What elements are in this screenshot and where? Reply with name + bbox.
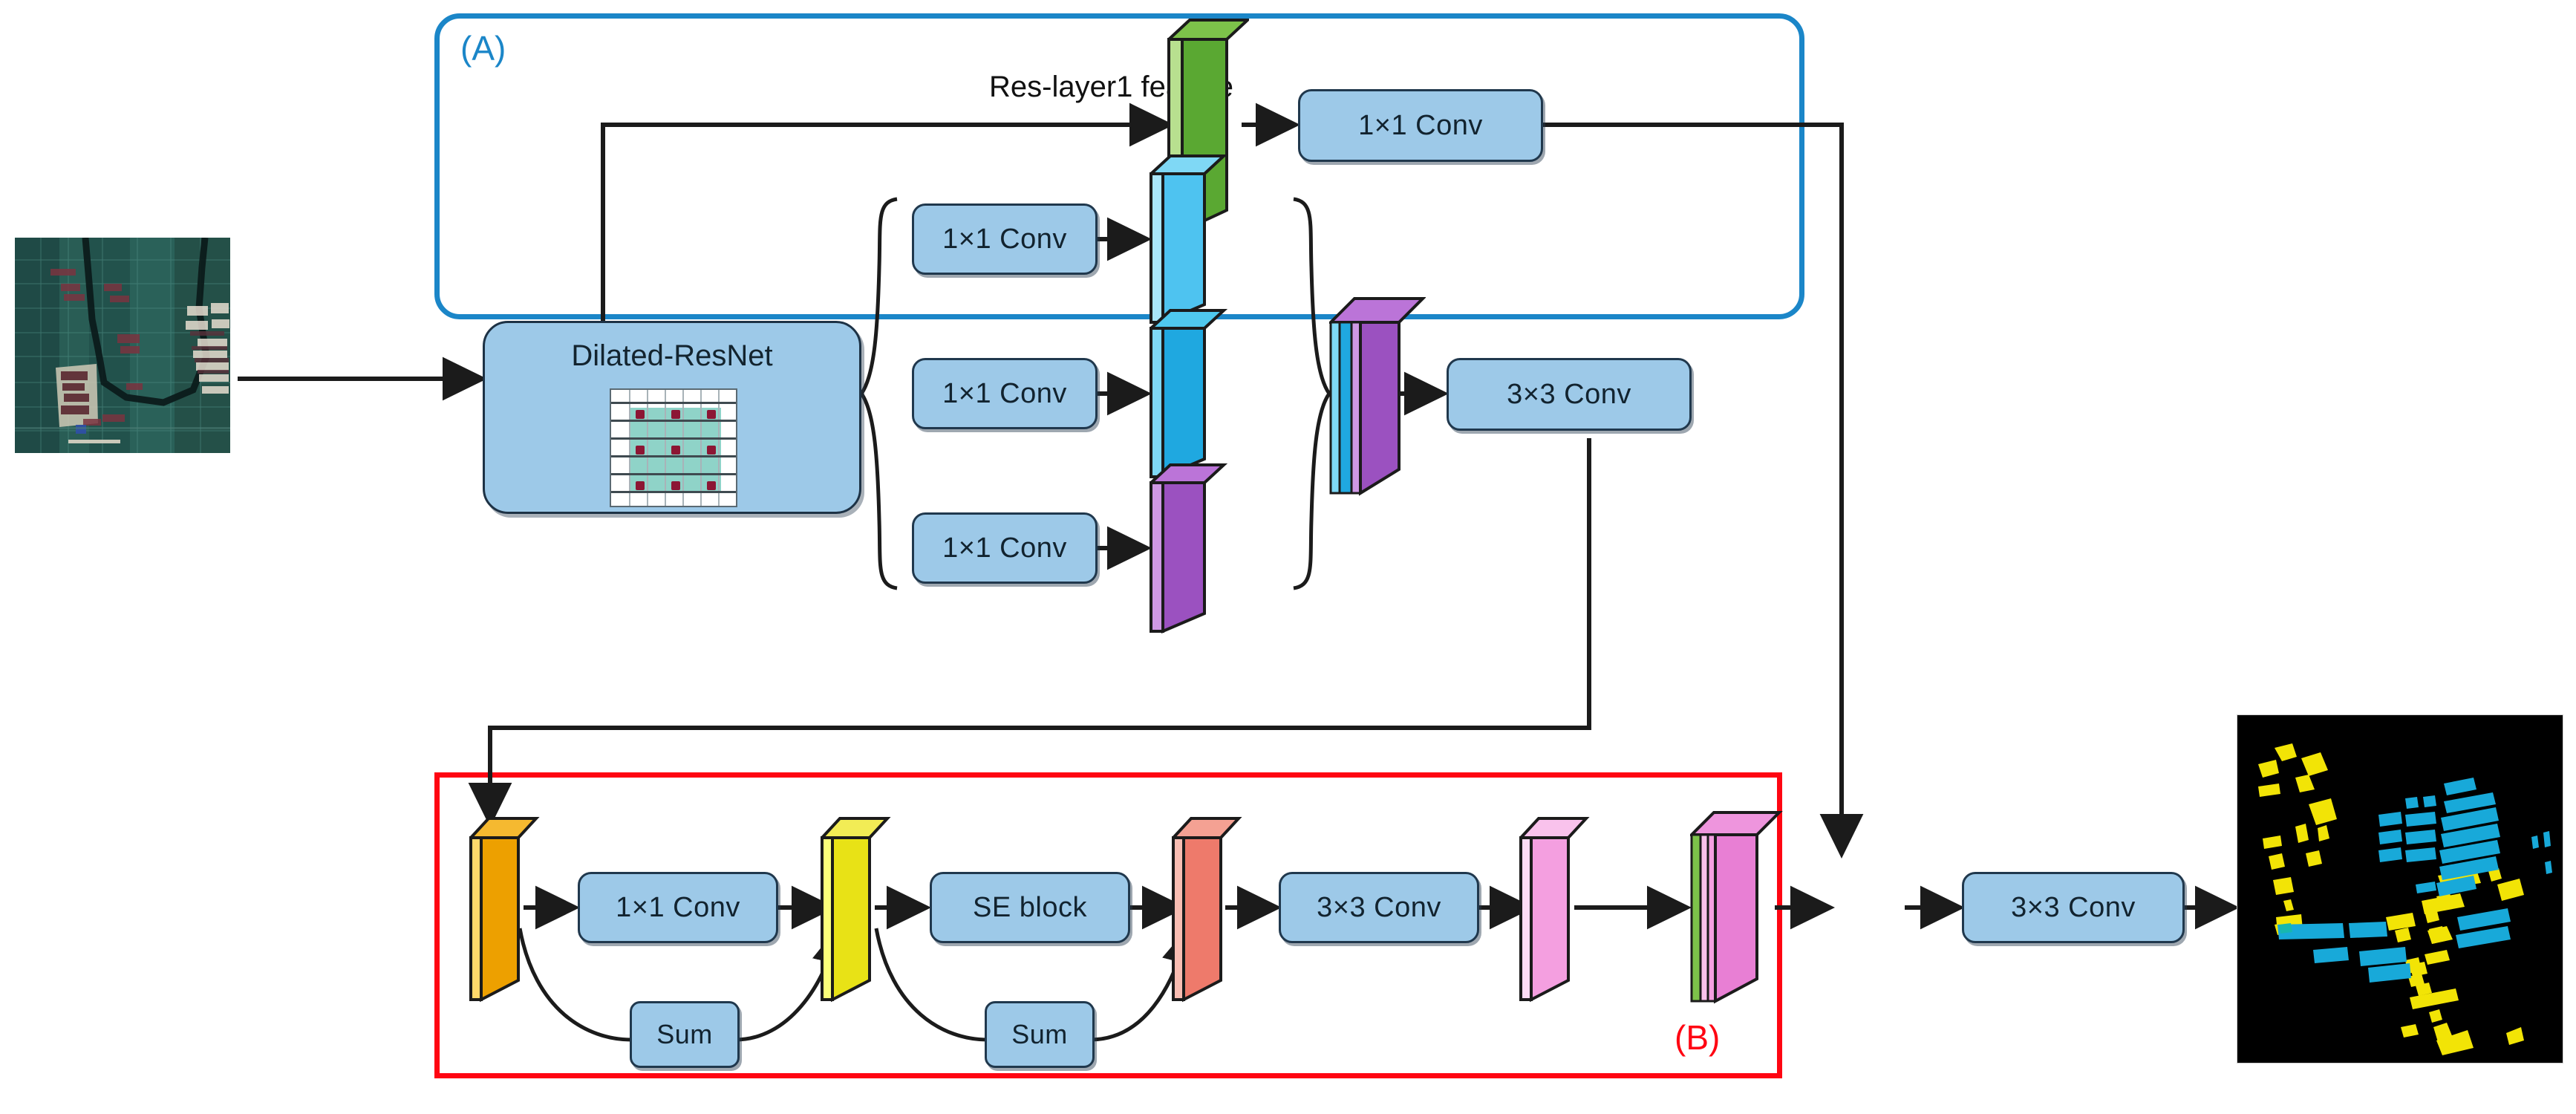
conv-3x3-branchb[interactable]: 3×3 Conv	[1279, 872, 1479, 943]
conv-3x3-fuse-a[interactable]: 3×3 Conv	[1447, 358, 1692, 431]
input-satellite-image	[15, 238, 230, 453]
dilated-kernel-grid	[610, 388, 737, 507]
dilation-dot	[671, 410, 680, 419]
branch3-feature-map	[1150, 463, 1227, 634]
group-label-a: (A)	[460, 29, 506, 68]
dilation-dot	[707, 410, 716, 419]
sum-block-1[interactable]: Sum	[630, 1001, 740, 1068]
conv-1x1-branch2[interactable]: 1×1 Conv	[912, 358, 1098, 429]
post-conv-map	[821, 817, 891, 1003]
input-image-render	[15, 238, 230, 453]
conv-1x1-branchb[interactable]: 1×1 Conv	[578, 872, 778, 943]
dilation-dot	[671, 446, 680, 455]
branch1-feature-map	[1150, 154, 1227, 325]
conv-1x1-top[interactable]: 1×1 Conv	[1298, 89, 1543, 162]
dilation-dot	[671, 481, 680, 490]
conv-1x1-branch3[interactable]: 1×1 Conv	[912, 512, 1098, 584]
group-box-a	[434, 13, 1804, 319]
dilation-dot	[636, 481, 645, 490]
dilated-resnet-block[interactable]: Dilated-ResNet	[483, 321, 861, 514]
post-se-map	[1172, 817, 1242, 1003]
output-image-render	[2237, 715, 2563, 1063]
dilation-dot	[636, 446, 645, 455]
sum-block-2[interactable]: Sum	[985, 1001, 1095, 1068]
dilated-resnet-label: Dilated-ResNet	[571, 339, 773, 372]
branch2-feature-map	[1150, 309, 1227, 480]
dilation-dot	[707, 481, 716, 490]
conv-1x1-branch1[interactable]: 1×1 Conv	[912, 203, 1098, 275]
se-block[interactable]: SE block	[930, 872, 1130, 943]
concat-stack-a	[1329, 297, 1426, 496]
output-segmentation-map	[2237, 714, 2563, 1063]
dilation-dot	[636, 410, 645, 419]
conv-3x3-final[interactable]: 3×3 Conv	[1962, 872, 2185, 943]
group-label-b: (B)	[1675, 1018, 1721, 1057]
branchb-input-map	[469, 817, 540, 1003]
dilation-dot	[707, 446, 716, 455]
final-concat-stack	[1690, 811, 1783, 1004]
branchb-output-map	[1519, 817, 1590, 1003]
